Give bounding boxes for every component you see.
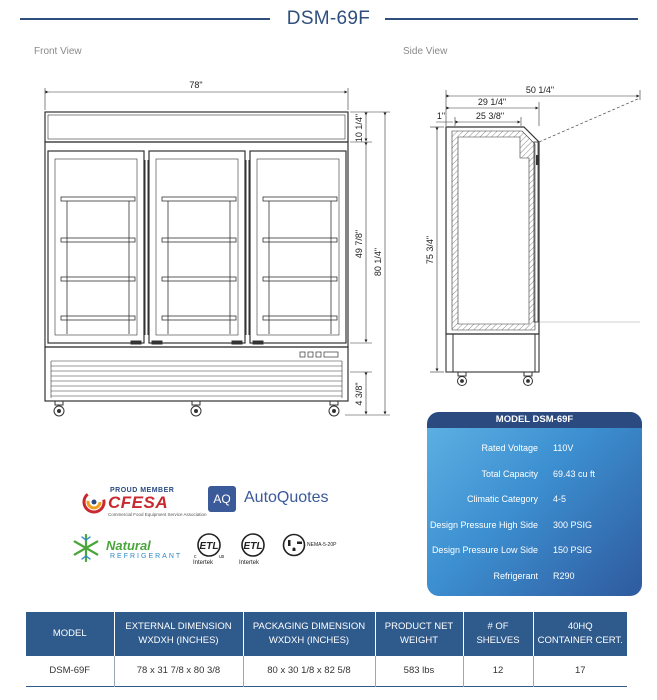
- spec-panel: MODEL DSM-69F Rated Voltage 110V Total C…: [427, 412, 642, 596]
- dim-front-base: 4 3/8": [354, 382, 364, 405]
- autoquotes-wordmark: AutoQuotes: [244, 489, 329, 506]
- svg-text:c: c: [194, 554, 197, 560]
- front-dimension-lines: [44, 88, 390, 416]
- col-header-container-cert: 40HQ CONTAINER CERT.: [533, 612, 627, 656]
- cfesa-swirl-icon: [82, 490, 106, 514]
- spec-value: 4-5: [553, 494, 567, 504]
- table-header-row: MODEL EXTERNAL DIMENSION WXDXH (INCHES) …: [26, 612, 627, 656]
- col-header-net-weight: PRODUCT NET WEIGHT: [375, 612, 464, 656]
- grille-base: [44, 346, 349, 402]
- cfesa-logo: PROUD MEMBER CFESA Commercial Food Equip…: [82, 487, 207, 519]
- front-casters: [53, 400, 340, 417]
- dim-side-overall-depth: 50 1/4": [526, 85, 554, 95]
- etl-caption: Intertek: [239, 560, 260, 566]
- control-panel: [299, 351, 339, 358]
- nema-caption: NEMA-5-20P: [307, 542, 337, 548]
- side-dimension-lines: [430, 90, 641, 373]
- spec-value: 69.43 cu ft: [553, 469, 596, 479]
- cfesa-tagline: PROUD MEMBER: [110, 487, 175, 494]
- cell-net-weight: 583 lbs: [375, 656, 464, 686]
- dim-front-top-panel: 10 1/4": [354, 114, 364, 142]
- svg-text:ETL: ETL: [244, 541, 263, 552]
- plug-icon: [282, 533, 306, 557]
- technical-drawing: 78" 10 1/4" 49 7/8" 4 3/8" 80 1/4": [44, 80, 641, 417]
- page-title: DSM-69F: [286, 8, 371, 29]
- side-door: [533, 141, 539, 323]
- title-rule-right: [385, 18, 638, 20]
- spec-row: Design Pressure High Side 300 PSIG: [427, 517, 642, 535]
- cell-container-cert: 17: [574, 665, 586, 677]
- etl-mark-1: ETL c us Intertek: [191, 532, 227, 572]
- dim-side-door: 1": [437, 111, 445, 121]
- side-casters: [457, 371, 533, 386]
- cell-shelves: 12: [463, 656, 534, 686]
- spec-row: Rated Voltage 110V: [427, 440, 642, 458]
- spec-label: Total Capacity: [481, 469, 538, 479]
- col-header-shelves: # OF SHELVES: [463, 612, 534, 656]
- etl-listed-icon: ETL c us: [194, 533, 225, 560]
- dim-side-depth: 29 1/4": [478, 97, 506, 107]
- nema-plug: NEMA-5-20P: [282, 533, 342, 559]
- etl-mark-2: ETL Intertek: [236, 532, 270, 572]
- dim-side-inner-depth: 25 3/8": [476, 111, 504, 121]
- cell-model: DSM-69F: [26, 656, 115, 686]
- svg-text:ETL: ETL: [200, 541, 219, 552]
- spec-row: Climatic Category 4-5: [427, 491, 642, 509]
- svg-text:us: us: [219, 554, 225, 560]
- table-row: DSM-69F 78 x 31 7/8 x 80 3/8 80 x 30 1/8…: [26, 656, 627, 686]
- title-rule-left: [20, 18, 270, 20]
- side-view-label: Side View: [403, 46, 448, 57]
- specification-table: MODEL EXTERNAL DIMENSION WXDXH (INCHES) …: [26, 612, 627, 687]
- spec-row: Design Pressure Low Side 150 PSIG: [427, 542, 642, 560]
- dim-front-total-height: 80 1/4": [373, 248, 383, 276]
- spec-value: 300 PSIG: [553, 520, 593, 530]
- autoquotes-mark: AQ: [208, 486, 236, 512]
- spec-value: 150 PSIG: [553, 545, 593, 555]
- side-base: [445, 333, 540, 373]
- front-view-label: Front View: [34, 46, 82, 57]
- snowflake-icon: [73, 533, 99, 563]
- cell-packaging-dimension: 80 x 30 1/8 x 82 5/8: [243, 656, 376, 686]
- shelves: [60, 196, 338, 334]
- spec-label: Design Pressure High Side: [429, 520, 538, 530]
- col-header-packaging-dimension: PACKAGING DIMENSION WXDXH (INCHES): [243, 612, 376, 656]
- side-view-drawing: [445, 97, 641, 386]
- hinges: [130, 340, 264, 345]
- spec-value: R290: [553, 571, 575, 581]
- spec-panel-header: MODEL DSM-69F: [427, 412, 642, 428]
- etl-caption: Intertek: [193, 560, 214, 566]
- front-view-drawing: [44, 111, 349, 417]
- refrigerant-wordmark: REFRIGERANT: [110, 553, 183, 560]
- spec-label: Design Pressure Low Side: [431, 545, 538, 555]
- spec-row: Total Capacity 69.43 cu ft: [427, 466, 642, 484]
- etl-sanitation-icon: ETL: [241, 533, 265, 557]
- dim-front-width: 78": [189, 80, 202, 90]
- front-doors: [47, 150, 347, 344]
- natural-wordmark: Natural: [106, 538, 151, 553]
- dim-side-height: 75 3/4": [425, 236, 435, 264]
- side-cabinet-outline: [445, 126, 540, 335]
- spec-label: Rated Voltage: [481, 443, 538, 453]
- cfesa-subtitle: Commercial Food Equipment Service Associ…: [108, 512, 207, 517]
- top-sign-panel: [44, 111, 349, 143]
- spec-label: Refrigerant: [493, 571, 538, 581]
- spec-value: 110V: [553, 443, 574, 453]
- cell-external-dimension: 78 x 31 7/8 x 80 3/8: [114, 656, 244, 686]
- col-header-model: MODEL: [26, 612, 115, 656]
- dim-front-door: 49 7/8": [354, 230, 364, 258]
- col-header-external-dimension: EXTERNAL DIMENSION WXDXH (INCHES): [114, 612, 244, 656]
- natural-refrigerant-logo: Natural REFRIGERANT: [70, 532, 185, 566]
- autoquotes-logo: AQ AutoQuotes: [208, 486, 348, 514]
- spec-row: Refrigerant R290: [427, 568, 642, 586]
- cfesa-wordmark: CFESA: [108, 493, 169, 512]
- spec-label: Climatic Category: [466, 494, 538, 504]
